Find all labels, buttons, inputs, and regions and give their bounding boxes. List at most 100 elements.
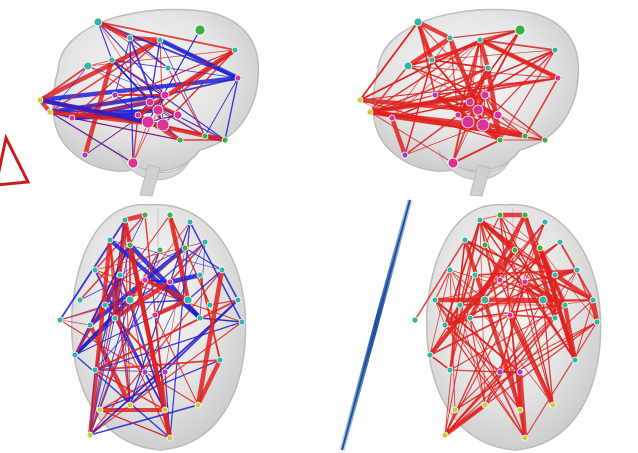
axial-left-node: [157, 247, 163, 253]
axial-left-node: [107, 237, 113, 243]
sagittal-left-node: [135, 112, 141, 118]
axial-left-node: [167, 435, 173, 441]
sagittal-left-node: [82, 152, 88, 158]
axial-left-node: [117, 272, 123, 278]
sagittal-right-node: [477, 119, 489, 131]
axial-right-node: [497, 277, 503, 283]
sagittal-right-node: [477, 37, 483, 43]
axial-left-node: [87, 432, 93, 438]
axial-right-node: [512, 247, 518, 253]
axial-right-node: [517, 369, 523, 375]
axial-left-node: [217, 357, 223, 363]
sagittal-right-node: [402, 152, 408, 158]
sagittal-right-node: [481, 91, 489, 99]
axial-right-node: [497, 369, 503, 375]
sagittal-right-node: [448, 158, 458, 168]
sagittal-right-node: [473, 105, 483, 115]
axial-left-node: [127, 242, 133, 248]
axial-right-node: [497, 212, 503, 218]
sagittal-right-node: [447, 35, 453, 41]
axial-right-node: [522, 279, 528, 285]
axial-right-node: [482, 402, 488, 408]
axial-left-node: [219, 267, 225, 273]
axial-right-node: [507, 312, 513, 318]
axial-right-node: [442, 432, 448, 438]
axial-left-node: [87, 322, 93, 328]
sagittal-right-node: [542, 137, 548, 143]
axial-left-node: [92, 267, 98, 273]
axial-right-node: [590, 297, 596, 303]
axial-left-node: [127, 402, 133, 408]
axial-left-node: [167, 212, 173, 218]
sagittal-left-node: [174, 111, 182, 119]
sagittal-right-node: [552, 47, 558, 53]
axial-right-node: [542, 219, 548, 225]
axial-left-node: [182, 245, 188, 251]
axial-right-node: [432, 297, 438, 303]
axial-right-node: [447, 267, 453, 273]
axial-right-node: [481, 296, 489, 304]
axial-right-node: [447, 367, 453, 373]
axial-right-node: [572, 357, 578, 363]
sagittal-left-node: [157, 119, 169, 131]
sagittal-right-node: [494, 111, 502, 119]
sagittal-left-edge: [130, 38, 160, 40]
sagittal-left-node: [112, 92, 118, 98]
sagittal-left-node: [165, 65, 171, 71]
sagittal-left-node: [84, 62, 92, 70]
sagittal-right-node: [389, 115, 395, 121]
sagittal-left-node: [161, 91, 169, 99]
sagittal-right-node: [367, 109, 373, 115]
axial-right-node: [522, 212, 528, 218]
axial-right-node: [562, 302, 568, 308]
axial-right-node: [557, 239, 563, 245]
sagittal-right-node: [429, 57, 435, 63]
axial-left-node: [207, 302, 213, 308]
axial-left-node: [142, 369, 148, 375]
sagittal-right-node: [404, 62, 412, 70]
axial-left-node: [202, 239, 208, 245]
axial-left-node: [197, 315, 203, 321]
axial-right-node: [467, 315, 473, 321]
sagittal-left-node: [69, 115, 75, 121]
sagittal-left-node: [47, 109, 53, 115]
sagittal-left-node: [94, 18, 102, 26]
axial-right-node: [427, 352, 433, 358]
axial-right-node: [477, 217, 483, 223]
axial-right-node: [539, 296, 547, 304]
axial-left-node: [92, 367, 98, 373]
sagittal-right-node: [485, 65, 491, 71]
sagittal-left-node: [142, 116, 154, 128]
axial-left-node: [152, 312, 158, 318]
panel-divider: [342, 200, 410, 450]
axial-left-node: [197, 272, 203, 278]
sagittal-left-node: [222, 137, 228, 143]
axial-left-node: [57, 317, 63, 323]
sagittal-left-node: [109, 57, 115, 63]
axial-left-node: [195, 402, 201, 408]
axial-right-node: [412, 317, 418, 323]
sagittal-right-node: [466, 98, 474, 106]
sagittal-left-node: [146, 98, 154, 106]
axial-right-node: [442, 322, 448, 328]
axial-right-node: [537, 245, 543, 251]
axial-right-node: [594, 319, 600, 325]
sagittal-left-node: [128, 158, 138, 168]
sagittal-right-node: [414, 18, 422, 26]
axial-left-node: [102, 302, 108, 308]
sagittal-right-node: [522, 133, 528, 139]
axial-left-node: [167, 279, 173, 285]
warning-triangle-icon: [0, 138, 28, 185]
sagittal-left-node: [195, 25, 205, 35]
sagittal-right-node: [515, 25, 525, 35]
axial-left-node: [142, 277, 148, 283]
sagittal-right-node: [455, 112, 461, 118]
sagittal-right-node: [497, 137, 503, 143]
sagittal-right-node: [555, 75, 561, 81]
axial-right-node: [452, 407, 458, 413]
axial-left-node: [77, 297, 83, 303]
axial-right-node: [482, 242, 488, 248]
axial-right-node: [574, 267, 580, 273]
axial-left-node: [126, 296, 134, 304]
axial-left-node: [239, 319, 245, 325]
